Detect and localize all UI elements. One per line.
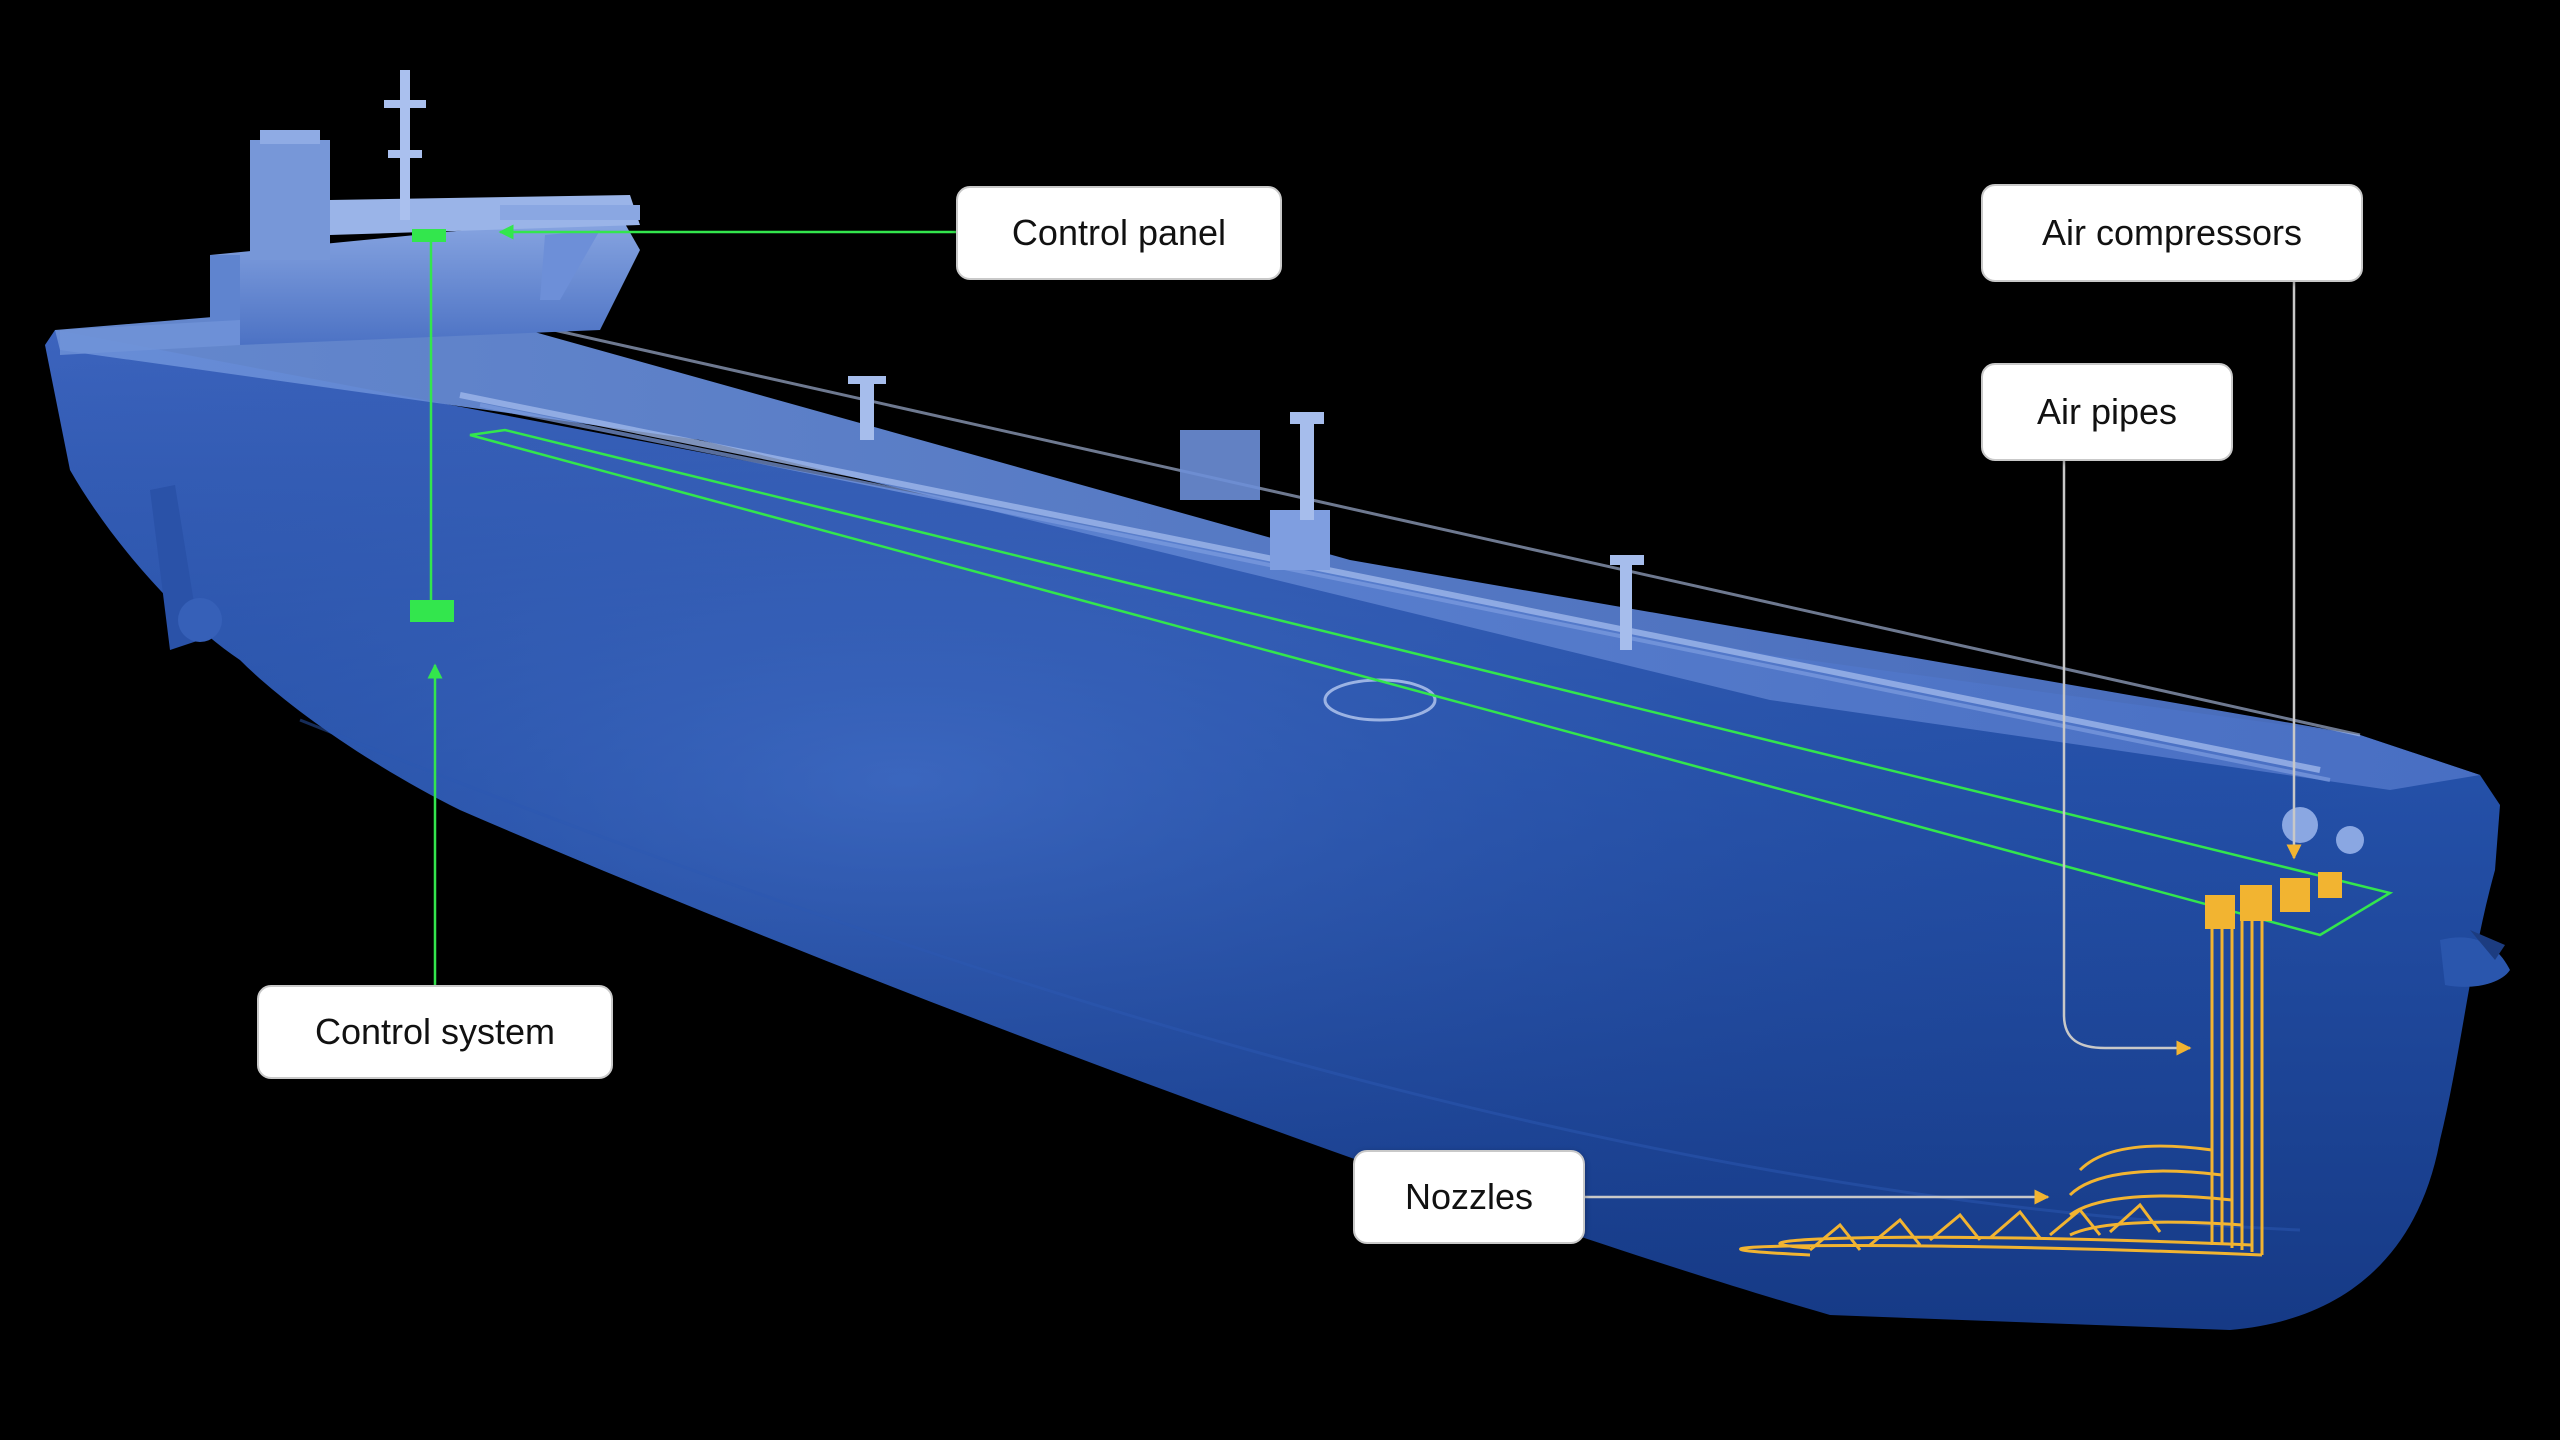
ship-superstructure (60, 70, 640, 355)
callout-air-compressors: Air compressors (1981, 184, 2363, 282)
air-system-highlight (1739, 872, 2342, 1257)
callout-control-system: Control system (257, 985, 613, 1079)
callout-control-panel: Control panel (956, 186, 1282, 280)
callout-nozzles: Nozzles (1353, 1150, 1585, 1244)
control-system-highlight (410, 229, 2394, 937)
leader-air-pipes (2062, 461, 2192, 1056)
callout-air-pipes: Air pipes (1981, 363, 2233, 461)
leader-lines (427, 224, 2302, 1205)
ship-hull (45, 330, 2510, 1330)
ship-deck (55, 298, 2480, 854)
